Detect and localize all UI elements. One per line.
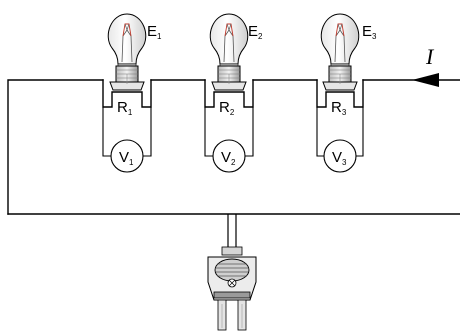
svg-text:E2: E2 (248, 23, 263, 41)
resistor-r2-label: R (219, 99, 230, 116)
voltmeter-v2 (212, 139, 246, 173)
resistor-r3-label: R (331, 99, 342, 116)
voltmeter-v2-sub: 2 (231, 158, 236, 167)
resistor-r2-sub: 2 (230, 108, 235, 117)
svg-text:R3: R3 (331, 99, 347, 117)
resistor-r3-sub: 3 (342, 108, 347, 117)
voltmeter-v1-label: V (119, 149, 129, 166)
current-arrow (412, 73, 439, 87)
current-label: I (425, 44, 435, 69)
lamp-e3: R3 E3 V3 (316, 13, 377, 173)
lamp-e3-sub: 3 (372, 32, 377, 41)
svg-text:E1: E1 (147, 23, 162, 41)
lamp-e2: R2 E2 V2 (204, 13, 263, 173)
svg-text:V2: V2 (221, 149, 236, 167)
lamp-e1: R1 E1 V1 (102, 13, 162, 173)
lamp-e2-sub: 2 (258, 32, 263, 41)
svg-text:R2: R2 (219, 99, 235, 117)
voltmeter-v1 (110, 139, 144, 173)
lightbulb-icon (107, 13, 147, 91)
lamp-e1-label: E (147, 23, 157, 40)
lamp-e2-label: E (248, 23, 258, 40)
wire-top-left (7, 79, 104, 215)
voltmeter-v1-sub: 1 (129, 158, 134, 167)
svg-text:R1: R1 (117, 99, 133, 117)
voltmeter-v3-sub: 3 (342, 158, 347, 167)
resistor-r1-sub: 1 (128, 108, 133, 117)
voltmeter-v3 (323, 139, 357, 173)
lightbulb-icon (320, 13, 360, 91)
svg-text:E3: E3 (362, 23, 377, 41)
voltmeter-v2-label: V (221, 149, 231, 166)
resistor-r1-label: R (117, 99, 128, 116)
voltmeter-v3-label: V (332, 149, 342, 166)
power-plug-icon (207, 214, 257, 331)
lightbulb-icon (209, 13, 249, 91)
lamp-e3-label: E (362, 23, 372, 40)
svg-text:V1: V1 (119, 149, 134, 167)
lamp-e1-sub: 1 (157, 32, 162, 41)
svg-text:V3: V3 (332, 149, 347, 167)
